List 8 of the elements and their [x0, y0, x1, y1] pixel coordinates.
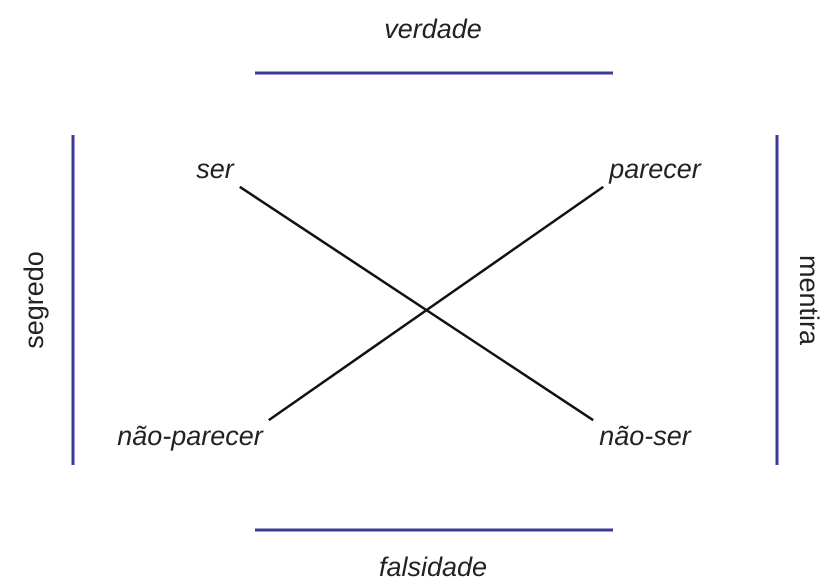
- term-label: parecer: [603, 153, 707, 187]
- term-label: não-ser: [593, 420, 697, 454]
- relation-label: falsidade: [378, 553, 488, 583]
- relation-label: verdade: [384, 15, 482, 45]
- term-label: não-parecer: [111, 420, 269, 454]
- term-label: ser: [190, 153, 240, 187]
- relation-label: segredo: [20, 251, 50, 349]
- relation-label: mentira: [793, 254, 823, 346]
